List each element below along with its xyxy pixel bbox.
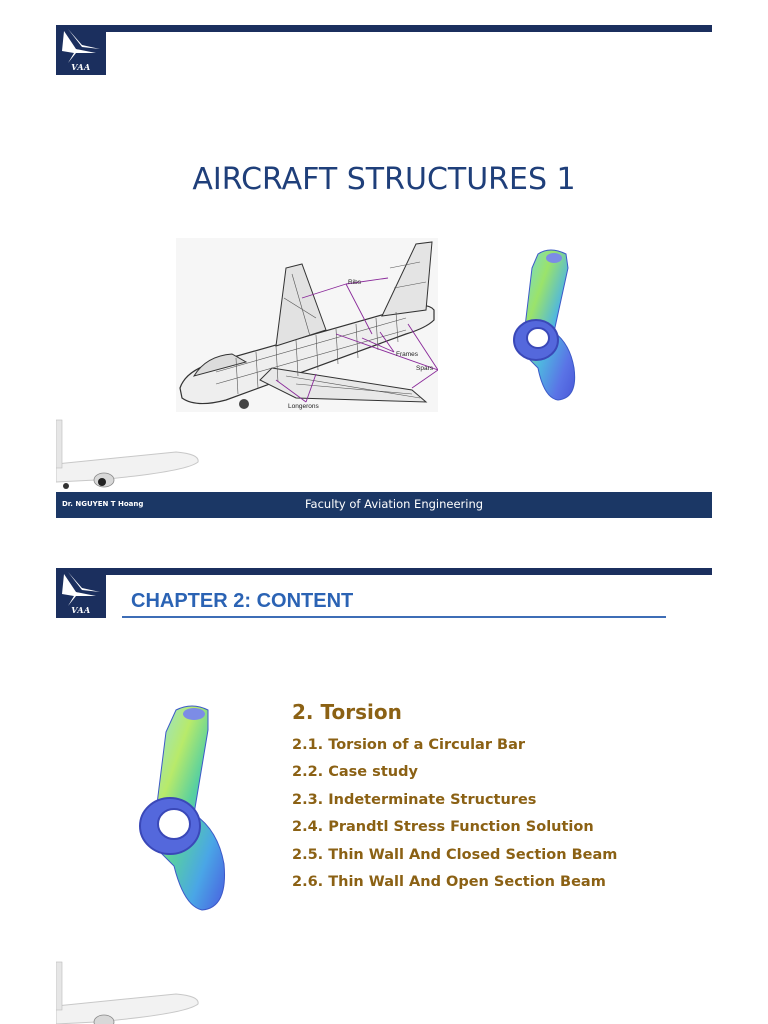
logo-text: VAA [71, 605, 91, 615]
vaa-logo: VAA [56, 568, 106, 618]
toc-item: 2.4. Prandtl Stress Function Solution [292, 819, 594, 836]
slide-title: VAA AIRCRAFT STRUCTURES 1 [55, 25, 712, 518]
chapter-title: CHAPTER 2: CONTENT [131, 590, 354, 612]
toc-item: 2.6. Thin Wall And Open Section Beam [292, 873, 606, 890]
page-title: AIRCRAFT STRUCTURES 1 [192, 162, 576, 197]
airliner-image [55, 960, 200, 1024]
airplane-logo-icon [62, 572, 100, 606]
logo-text: VAA [71, 62, 91, 72]
section-heading: 2. Torsion [292, 700, 402, 724]
toc-item: 2.1. Torsion of a Circular Bar [292, 737, 526, 753]
footer-bar: Dr. NGUYEN T Hoang Faculty of Aviation E… [56, 492, 712, 518]
vaa-logo: VAA [56, 25, 106, 75]
fea-bracket-image [132, 702, 228, 914]
chapter-divider [122, 616, 666, 618]
aircraft-cutaway-diagram: Ribs Frames Spars Longerons [176, 238, 439, 412]
toc-list: 2.1. Torsion of a Circular Bar 2.2. Case… [292, 736, 617, 900]
label-longerons: Longerons [288, 403, 319, 410]
label-frames: Frames [396, 351, 419, 358]
toc-item: 2.2. Case study [292, 764, 418, 781]
toc-item: 2.3. Indeterminate Structures [292, 791, 537, 808]
airliner-image [55, 418, 200, 494]
label-ribs: Ribs [348, 279, 362, 286]
slide-content: VAA CHAPTER 2: CONTENT 2. Torsion 2.1. T… [0, 540, 768, 1024]
airplane-logo-icon [62, 29, 100, 63]
header-bar [56, 568, 712, 575]
footer-faculty: Faculty of Aviation Engineering [305, 497, 484, 511]
footer-author: Dr. NGUYEN T Hoang [62, 500, 144, 508]
label-spars: Spars [416, 365, 434, 372]
fea-bracket-image [508, 248, 582, 406]
header-bar [56, 25, 712, 32]
toc-item: 2.5. Thin Wall And Closed Section Beam [292, 846, 618, 863]
